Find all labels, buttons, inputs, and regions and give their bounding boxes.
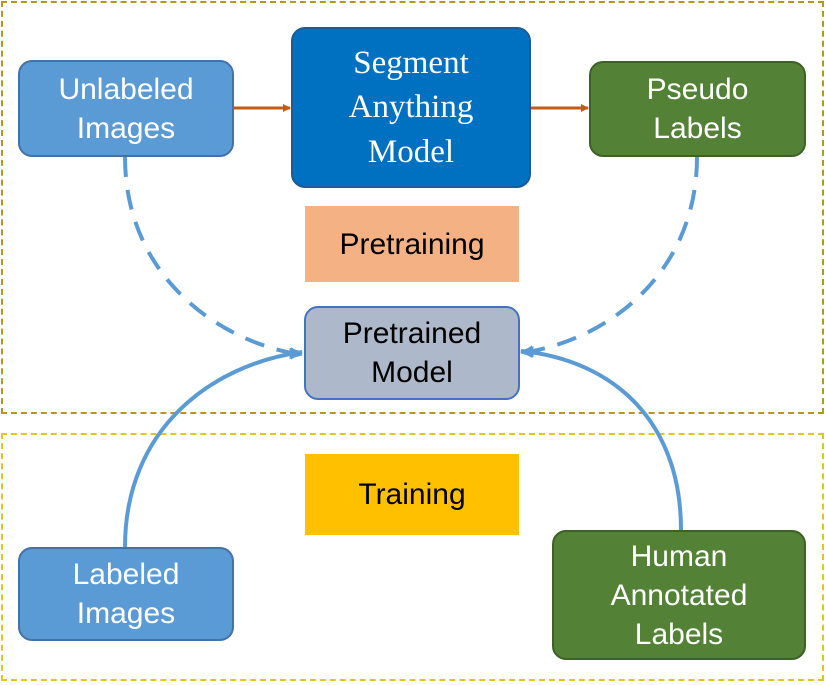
arrow-labeled-to-pretrained (123, 347, 303, 548)
pretrained-model-node: Pretrained Model (304, 306, 520, 400)
pretraining-label: Pretraining (305, 206, 519, 282)
unlabeled-images-node: Unlabeled Images (18, 60, 234, 157)
segment-anything-model-node: Segment Anything Model (291, 27, 531, 188)
dashed-arrow-unlabeled-to-pretrained (123, 156, 303, 359)
human-annotated-labels-node: Human Annotated Labels (552, 530, 806, 660)
training-label: Training (305, 454, 519, 535)
pretraining-region (1, 1, 824, 414)
labeled-images-node: Labeled Images (18, 547, 234, 641)
arrow-human-to-pretrained (520, 346, 683, 531)
training-region (1, 433, 824, 681)
dashed-arrow-pseudo-to-pretrained (520, 156, 699, 358)
pseudo-labels-node: Pseudo Labels (589, 61, 806, 157)
